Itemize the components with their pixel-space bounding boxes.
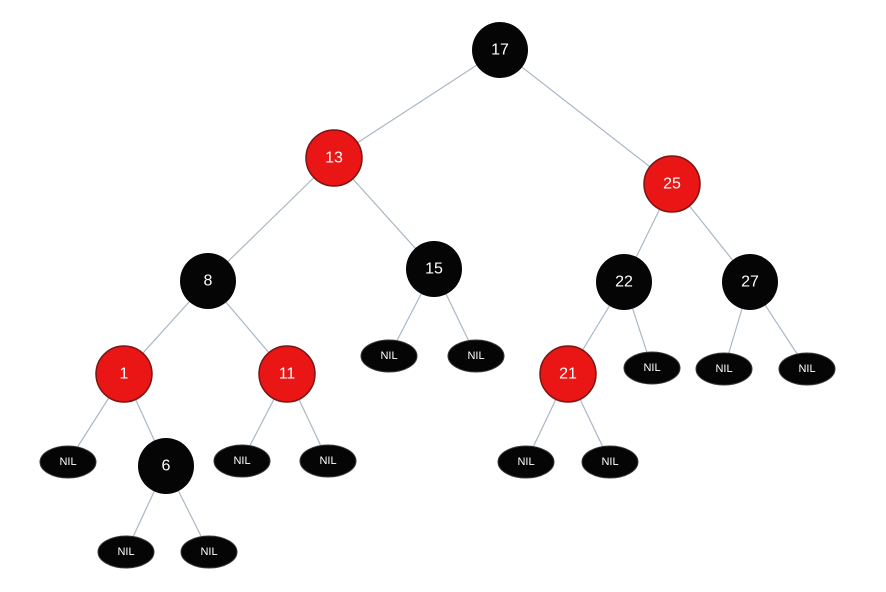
nil-leaf-label: NIL <box>467 350 484 362</box>
black-node-circle <box>596 254 652 310</box>
nil-leaf-label: NIL <box>117 546 134 558</box>
node-label: 6 <box>162 458 171 475</box>
node-label: 25 <box>663 176 681 193</box>
tree-node-15: 15 <box>406 241 462 297</box>
tree-node-22: 22 <box>596 254 652 310</box>
black-node-circle <box>138 438 194 494</box>
nil-leaf: NIL <box>581 445 639 479</box>
nil-leaf: NIL <box>97 535 155 569</box>
nil-leaf: NIL <box>360 339 418 373</box>
black-node-circle <box>472 22 528 78</box>
node-label: 1 <box>120 366 129 383</box>
tree-node-8: 8 <box>180 253 236 309</box>
nil-leaf-shape <box>299 444 357 478</box>
nil-leaf-label: NIL <box>380 350 397 362</box>
nil-leaf-shape <box>447 339 505 373</box>
node-label: 21 <box>559 366 577 383</box>
nil-leaf: NIL <box>623 351 681 385</box>
tree-node-13: 13 <box>305 129 363 187</box>
nil-leaf-label: NIL <box>319 455 336 467</box>
node-label: 8 <box>204 273 213 290</box>
nil-leaf: NIL <box>497 445 555 479</box>
red-node-circle <box>258 345 316 403</box>
tree-edge-n17-n25 <box>499 49 673 185</box>
nil-leaf-label: NIL <box>601 456 618 468</box>
nil-leaf-shape <box>778 352 836 386</box>
black-node-circle <box>406 241 462 297</box>
tree-node-21: 21 <box>539 345 597 403</box>
tree-node-27: 27 <box>722 254 778 310</box>
nil-leaf-label: NIL <box>715 363 732 375</box>
nil-leaf-shape <box>581 445 639 479</box>
tree-node-11: 11 <box>258 345 316 403</box>
node-label: 22 <box>615 274 633 291</box>
red-node-circle <box>539 345 597 403</box>
black-node-circle <box>722 254 778 310</box>
nil-leaf-shape <box>497 445 555 479</box>
nil-leaf-label: NIL <box>517 456 534 468</box>
nil-leaf-label: NIL <box>643 362 660 374</box>
nil-leaf: NIL <box>213 444 271 478</box>
nil-leaf-shape <box>695 352 753 386</box>
tree-node-1: 1 <box>95 345 153 403</box>
node-label: 27 <box>741 274 759 291</box>
red-node-circle <box>643 155 701 213</box>
tree-node-25: 25 <box>643 155 701 213</box>
node-label: 15 <box>425 261 443 278</box>
nil-leaf-shape <box>360 339 418 373</box>
black-node-circle <box>180 253 236 309</box>
nil-leaf-shape <box>39 445 97 479</box>
red-node-circle <box>95 345 153 403</box>
nil-leaf: NIL <box>778 352 836 386</box>
nil-leaf-shape <box>97 535 155 569</box>
node-label: 11 <box>279 366 296 383</box>
nil-leaf: NIL <box>39 445 97 479</box>
nil-leaf-shape <box>180 535 238 569</box>
nil-leaf-shape <box>623 351 681 385</box>
nil-leaf-label: NIL <box>59 456 76 468</box>
nil-leaf: NIL <box>695 352 753 386</box>
tree-node-6: 6 <box>138 438 194 494</box>
nil-leaf: NIL <box>180 535 238 569</box>
tree-edge-n17-n13 <box>333 49 501 159</box>
nil-leaf-label: NIL <box>200 546 217 558</box>
tree-node-17: 17 <box>472 22 528 78</box>
nil-leaf: NIL <box>299 444 357 478</box>
nil-leaf-shape <box>213 444 271 478</box>
nil-leaf: NIL <box>447 339 505 373</box>
nil-leaf-label: NIL <box>233 455 250 467</box>
nil-leaf-label: NIL <box>798 363 815 375</box>
tree-edge-n13-n8 <box>207 157 335 282</box>
node-label: 17 <box>491 42 509 59</box>
red-node-circle <box>305 129 363 187</box>
node-label: 13 <box>325 150 343 167</box>
